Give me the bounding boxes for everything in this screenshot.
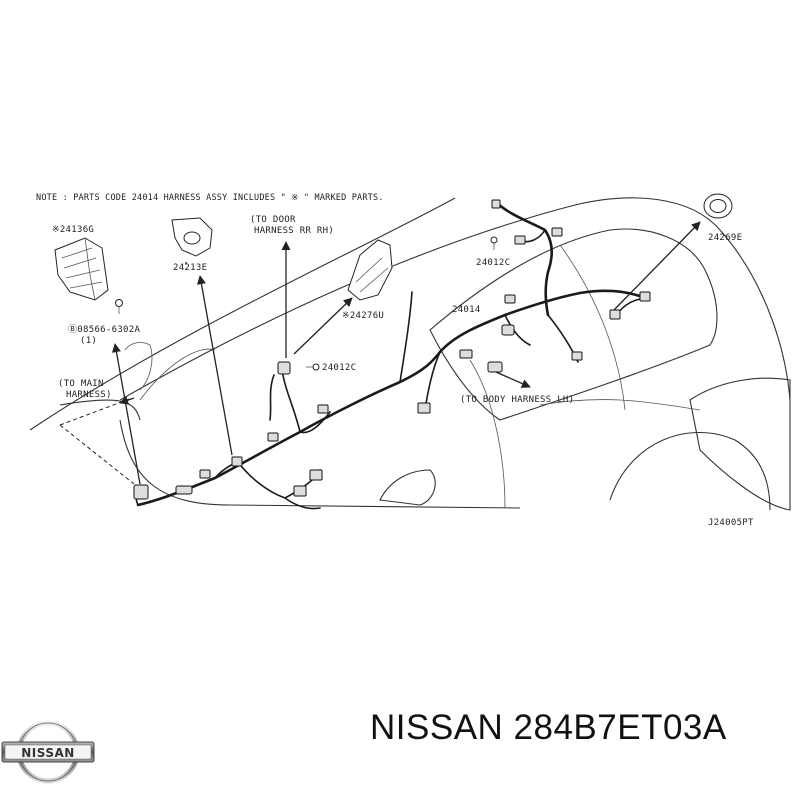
part-24213e-drawing — [171, 217, 213, 257]
car-body-outline — [29, 197, 791, 511]
clip-24012c-drawings — [306, 236, 498, 371]
part-24276u-drawing — [347, 239, 393, 301]
callout-to-door-line2: HARNESS RR RH) — [254, 226, 334, 236]
brand-part-number: NISSAN 284B7ET03A — [370, 708, 727, 747]
diagram-code: J24005PT — [708, 518, 754, 528]
nissan-logo: NISSAN — [1, 720, 95, 784]
nissan-logo-text: NISSAN — [21, 746, 75, 760]
harness-connectors — [133, 199, 651, 500]
label-24014: 24014 — [452, 305, 481, 315]
label-24269e: 24269E — [708, 233, 742, 243]
callout-to-body: (TO BODY HARNESS LH) — [460, 395, 574, 405]
label-24012c-top: 24012C — [476, 258, 510, 268]
label-bolt-code: Ⓑ08566-6302A — [68, 324, 140, 335]
callout-to-main-line2: HARNESS) — [66, 390, 112, 400]
callout-to-main-line1: (TO MAIN — [58, 379, 104, 389]
label-bolt-qty: (1) — [80, 336, 97, 346]
label-24136g: ※24136G — [52, 225, 94, 235]
part-24136g-drawing — [54, 237, 123, 314]
part-24269e-drawing — [703, 193, 733, 219]
leader-arrows — [59, 221, 701, 485]
label-24213e: 24213E — [173, 263, 207, 273]
parts-note: NOTE : PARTS CODE 24014 HARNESS ASSY INC… — [36, 193, 384, 203]
label-24276u: ※24276U — [342, 311, 384, 321]
callout-to-door-line1: (TO DOOR — [250, 215, 296, 225]
label-24012c-mid: 24012C — [322, 363, 356, 373]
